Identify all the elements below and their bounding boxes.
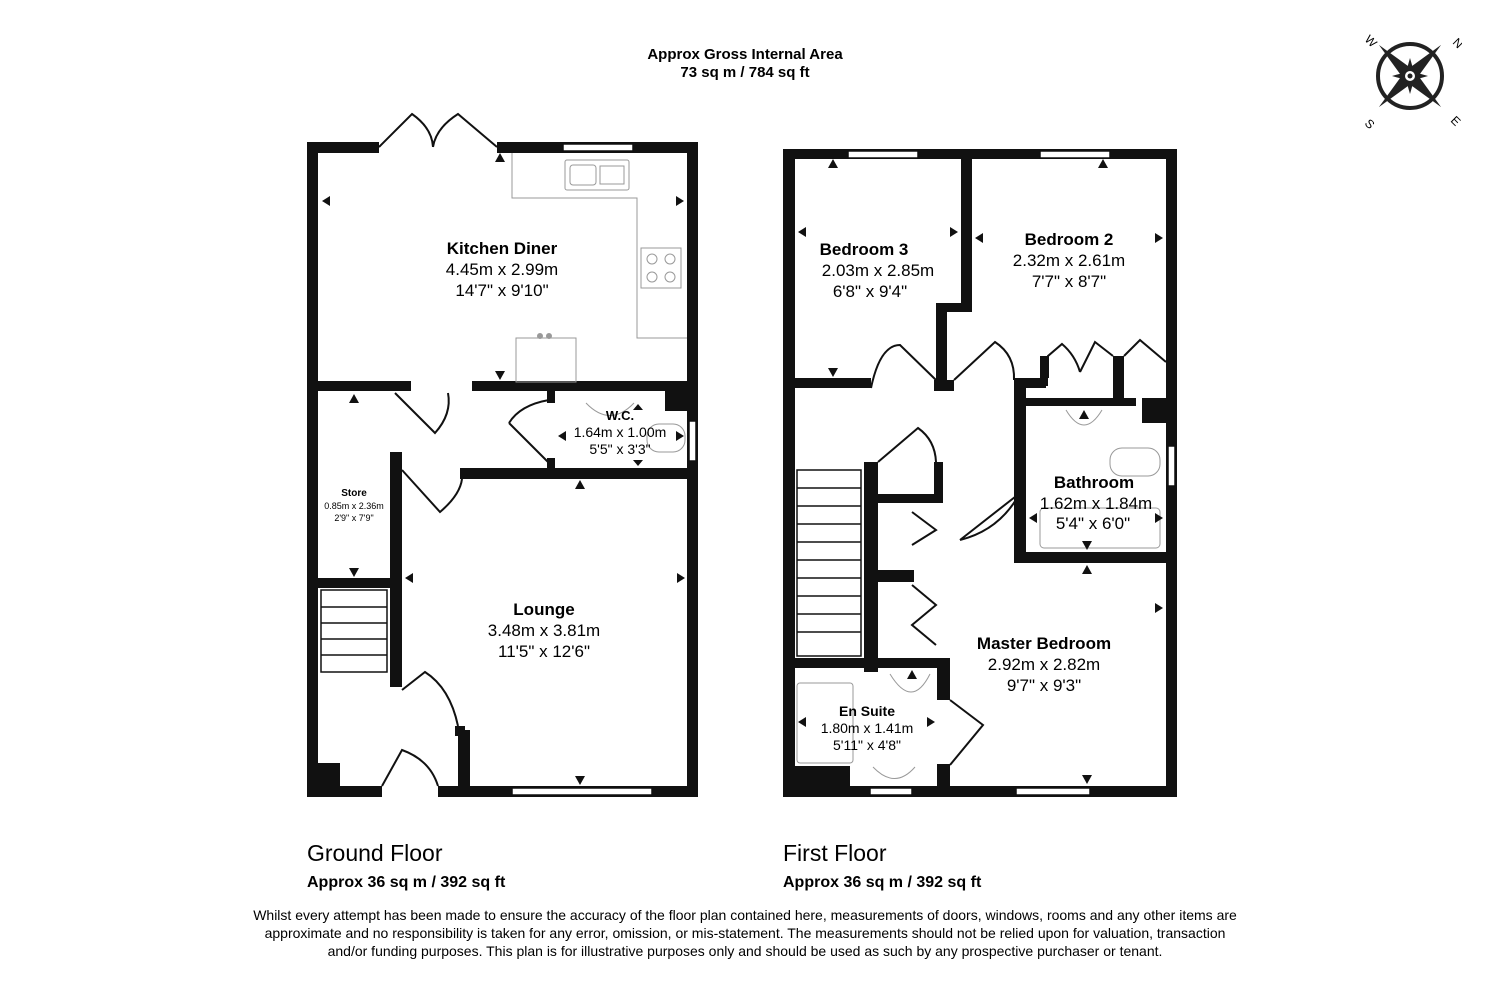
first-floor-room-labels: Bedroom 3 2.03m x 2.85m 6'8" x 9'4" Bedr… xyxy=(820,230,1153,753)
ground-floor-title: Ground Floor xyxy=(307,840,443,866)
bedroom-2-name: Bedroom 2 xyxy=(1025,230,1114,249)
disclaimer: Whilst every attempt has been made to en… xyxy=(253,907,1237,959)
french-doors xyxy=(378,112,498,148)
bedroom-2-metric: 2.32m x 2.61m xyxy=(1013,251,1125,270)
wc-fittings xyxy=(585,402,686,453)
store-name: Store xyxy=(341,488,367,499)
kitchen-diner-metric: 4.45m x 2.99m xyxy=(446,260,558,279)
gross-area-value: 73 sq m / 784 sq ft xyxy=(680,64,810,81)
first-floor-dimension-arrows xyxy=(798,159,1163,784)
master-bedroom-metric: 2.92m x 2.82m xyxy=(988,655,1100,674)
lounge-imperial: 11'5" x 12'6" xyxy=(498,642,590,661)
bedroom-3-metric: 2.03m x 2.85m xyxy=(822,261,934,280)
bedroom-3-imperial: 6'8" x 9'4" xyxy=(833,282,907,301)
gross-area-title: Approx Gross Internal Area xyxy=(647,46,843,63)
ground-floor-doors xyxy=(381,392,550,787)
wc-imperial: 5'5" x 3'3" xyxy=(589,441,650,457)
bathroom-fittings xyxy=(796,409,1161,779)
gross-area-header: Approx Gross Internal Area 73 sq m / 784… xyxy=(0,46,1490,82)
ground-floor-windows xyxy=(511,143,697,796)
wc-name: W.C. xyxy=(606,408,634,423)
compass-icon: N E S W xyxy=(1362,32,1462,132)
en-suite-imperial: 5'11" x 4'8" xyxy=(833,737,901,753)
master-bedroom-name: Master Bedroom xyxy=(977,634,1111,653)
bathroom-metric: 1.62m x 1.84m xyxy=(1040,494,1152,513)
kitchen-diner-imperial: 14'7" x 9'10" xyxy=(455,281,548,300)
first-floor-windows xyxy=(847,150,1176,796)
en-suite-metric: 1.80m x 1.41m xyxy=(821,720,914,736)
first-floor-title: First Floor xyxy=(783,840,887,866)
ground-floor-area: Approx 36 sq m / 392 sq ft xyxy=(307,874,506,891)
kitchen-diner-name: Kitchen Diner xyxy=(447,239,558,258)
bathroom-imperial: 5'4" x 6'0" xyxy=(1056,514,1130,533)
first-floor-stairs xyxy=(796,469,862,657)
ground-floor-dimension-arrows xyxy=(322,153,685,785)
bedroom-2-imperial: 7'7" x 8'7" xyxy=(1032,272,1106,291)
first-floor-plan xyxy=(783,149,1177,797)
kitchen-units xyxy=(511,153,687,383)
bathroom-name: Bathroom xyxy=(1054,473,1134,492)
master-bedroom-imperial: 9'7" x 9'3" xyxy=(1007,676,1081,695)
wc-metric: 1.64m x 1.00m xyxy=(574,424,667,440)
store-metric: 0.85m x 2.36m xyxy=(324,501,384,511)
lounge-name: Lounge xyxy=(513,600,574,619)
ground-floor-stairs xyxy=(320,589,388,673)
first-floor-area: Approx 36 sq m / 392 sq ft xyxy=(783,874,982,891)
store-imperial: 2'9" x 7'9" xyxy=(334,513,373,523)
ground-floor-room-labels: Kitchen Diner 4.45m x 2.99m 14'7" x 9'10… xyxy=(324,239,666,661)
bedroom-3-name: Bedroom 3 xyxy=(820,240,909,259)
ground-floor-plan xyxy=(307,112,698,797)
lounge-metric: 3.48m x 3.81m xyxy=(488,621,600,640)
en-suite-name: En Suite xyxy=(839,703,895,719)
first-floor-doors xyxy=(870,338,1167,766)
